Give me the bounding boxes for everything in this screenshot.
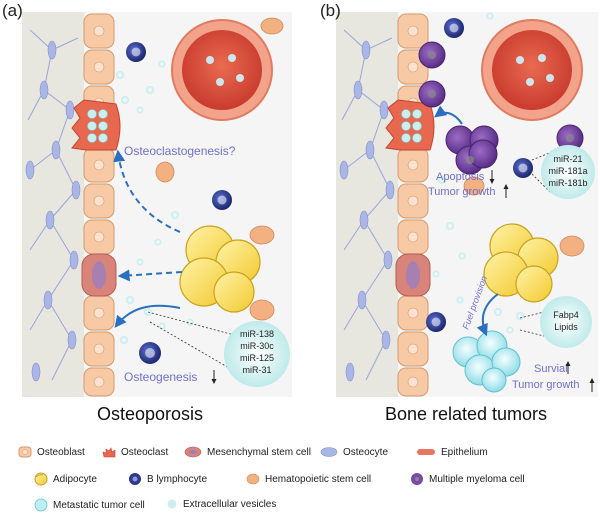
epithelium-icon [417, 449, 435, 455]
metastatic-cell-icon [34, 498, 48, 512]
legend-label: Extracellular vesicles [183, 498, 277, 510]
myeloma-nuclei [428, 51, 574, 164]
hsc-cells-b [463, 176, 585, 257]
fabp4-list: Fabp4 Lipids [553, 310, 579, 332]
mirna-callout-lines-a [147, 311, 239, 373]
panel-b-title: Bone related tumors [385, 404, 547, 424]
epithelial-tumor [171, 19, 273, 121]
legend-label: Osteoblast [37, 446, 85, 458]
legend-label: Mesenchymal stem cell [207, 446, 311, 458]
fabp4-bubble [540, 296, 592, 348]
mirna-bubble-b [541, 145, 595, 199]
osteoclast [71, 99, 121, 151]
legend-label: Osteocyte [343, 446, 389, 458]
adipocytes-a [179, 225, 261, 313]
legend-ev: Extracellular vesicles [166, 498, 276, 510]
mirna-list-a: miR-138 miR-30c miR-125 miR-31 [240, 329, 274, 375]
legend-osteoclast: Osteoclast [102, 446, 168, 458]
mirna-label: miR-138 [240, 329, 274, 339]
osteoclastogenesis-label: Osteoclastogenesis? [124, 144, 236, 158]
osteocytes [25, 40, 81, 382]
legend-osteocyte: Osteocyte [320, 446, 388, 458]
extracellular-vesicles-a [116, 60, 194, 344]
epithelial-tumor-b [481, 19, 583, 121]
lipids-label: Lipids [554, 322, 578, 332]
mirna-label: miR-181a [548, 166, 587, 176]
legend-metastatic: Metastatic tumor cell [34, 498, 145, 512]
hsc-icon [246, 473, 260, 485]
mirna-label: miR-181b [548, 178, 587, 188]
msc-icon [184, 446, 202, 458]
legend-label: Epithelium [441, 446, 488, 458]
legend-label: Metastatic tumor cell [53, 499, 145, 511]
b-lymphocytes-a [126, 42, 232, 364]
extracellular-vesicles-b [432, 12, 524, 334]
extracellular-vesicle-icon [167, 499, 177, 509]
legend: Osteoblast Osteoclast Mesenchymal stem c… [0, 436, 600, 521]
legend-b-lymphocyte: B lymphocyte [128, 472, 207, 486]
osteocytes-b [339, 40, 395, 382]
metastatic-tumor-cells [452, 330, 521, 393]
panel-a-title: Osteoporosis [97, 404, 203, 424]
osteoclast-b [385, 99, 435, 151]
legend-label: Osteoclast [121, 446, 169, 458]
b-lymphocyte-icon [129, 473, 141, 485]
survival-label: Survial [534, 363, 568, 375]
arrow-myeloma-to-osteoclast [434, 105, 463, 125]
legend-osteoblast: Osteoblast [18, 446, 85, 458]
panel-b: miR-21 miR-181a miR-181b Fabp4 Lipids Ap… [320, 1, 598, 424]
legend-label: B lymphocyte [147, 473, 208, 485]
osteoclast-icon [102, 447, 116, 458]
osteoblast-icon [18, 446, 32, 458]
legend-myeloma: Multiple myeloma cell [410, 472, 525, 486]
mirna-list-b: miR-21 miR-181a miR-181b [548, 154, 587, 188]
legend-adipocyte: Adipocyte [34, 472, 97, 486]
mesenchymal-stem-cell-b [395, 253, 431, 297]
apoptosis-label: Apoptosis [436, 171, 485, 183]
arrow-fuel-provision [476, 293, 499, 337]
arrow-to-msc [117, 269, 183, 282]
arrow-osteoclastogenesis [113, 149, 181, 233]
mirna-label: miR-30c [240, 341, 274, 351]
tumor-growth-label-bottom: Tumor growth [512, 379, 579, 391]
panel-b-letter: (b) [320, 1, 341, 20]
legend-label: Multiple myeloma cell [429, 473, 525, 485]
osteocyte-icon [320, 447, 338, 457]
mirna-bubble-a [224, 321, 290, 387]
adipocyte-icon [34, 472, 48, 486]
panel-a-letter: (a) [2, 1, 23, 20]
legend-hsc: Hematopoietic stem cell [246, 472, 371, 486]
mirna-label: miR-125 [240, 353, 274, 363]
legend-label: Hematopoietic stem cell [265, 473, 372, 485]
mesenchymal-stem-cell [81, 253, 117, 297]
b-lymphocytes-b [426, 18, 533, 332]
mirna-label: miR-21 [553, 154, 582, 164]
mirna-label: miR-31 [242, 365, 271, 375]
arrow-osteogenesis [114, 304, 181, 328]
adipocytes-b [483, 223, 559, 303]
tumor-growth-label-top: Tumor growth [428, 186, 495, 198]
osteoblast-nuclei [93, 25, 105, 388]
hsc-cells-a [155, 17, 284, 321]
panel-a: miR-138 miR-30c miR-125 miR-31 Osteoclas… [2, 1, 292, 424]
legend-epithelium: Epithelium [416, 446, 488, 458]
fabp4-label: Fabp4 [553, 310, 579, 320]
legend-label: Adipocyte [53, 473, 97, 485]
myeloma-icon [411, 473, 423, 485]
legend-msc: Mesenchymal stem cell [184, 446, 311, 458]
osteogenesis-label: Osteogenesis [124, 370, 197, 384]
